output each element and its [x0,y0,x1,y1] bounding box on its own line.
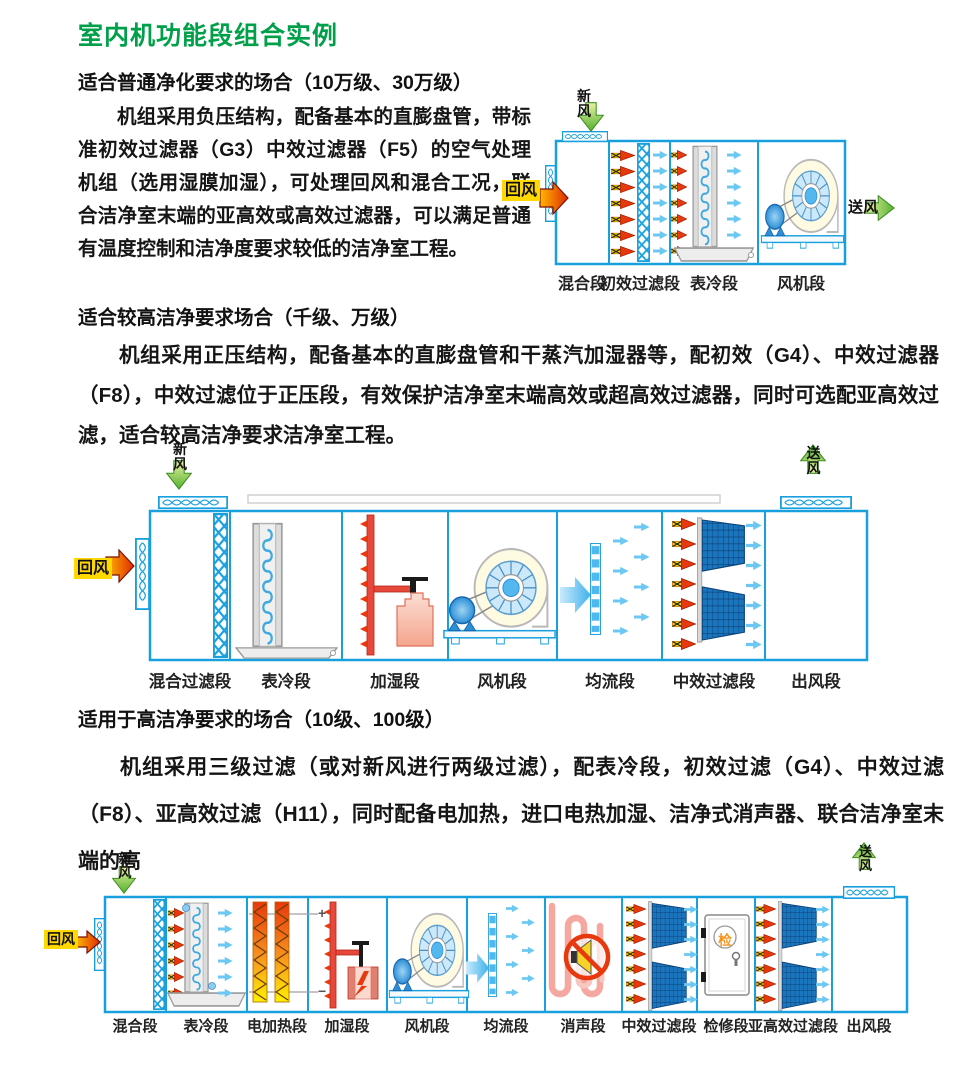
segment-label: 风机段 [404,1018,450,1035]
return-air-label: 回风 [44,930,78,949]
supply-air-label: 送风 [806,445,821,476]
cooling-coil-icon [674,145,754,262]
ahu-diagram-medium-graphic [105,444,869,662]
fresh-air-grille [562,131,608,142]
door-inspection-label: 检 [718,933,732,948]
ahu-diagram-basic: 新风 回风 送风 混合段 初效过滤段 表冷段 风机段 [490,88,960,293]
supply-air-label: 送风 [858,844,872,873]
return-air-arrow-icon [539,180,569,216]
segment-label: 中效过滤段 [672,673,756,691]
segment-label: 亚高效过滤段 [747,1018,839,1035]
segment-label: 风机段 [477,673,527,691]
ahu-diagram-high-graphic [75,842,909,1014]
ahu-diagram-basic-graphic [539,102,895,266]
segment-label: 消声段 [560,1018,606,1035]
ahu-diagram-high: 新风 回风 送风 + − 检 混合段 表冷段 电加热段 加湿段 风机段 均流段 … [30,840,930,1040]
section2-paragraph: 机组采用正压结构，配备基本的直膨盘管和干蒸汽加湿器等，配初效（G4）、中效过滤器… [78,344,939,447]
segment-label: 风机段 [776,276,826,293]
segment-label: 表冷段 [183,1018,229,1035]
heater-minus-terminal: − [318,983,327,999]
section2-heading: 适合较高洁净要求场合（千级、万级） [78,307,410,329]
primary-filter-mesh-icon [153,899,165,1010]
segment-label: 检修段 [703,1018,749,1035]
segment-label: 出风段 [846,1018,892,1035]
supply-air-label: 送风 [848,199,879,216]
return-air-label: 回风 [74,558,113,580]
section1-heading: 适合普通净化要求的场合（10万级、30万级） [78,72,473,94]
electric-heater-icon [249,901,318,1003]
return-air-label: 回风 [502,180,541,202]
page-title: 室内机功能段组合实例 [78,22,339,50]
cooling-coil-icon [167,902,246,1007]
segment-label: 出风段 [791,673,841,691]
section3-paragraph: 机组采用三级过滤（或对新风进行两级过滤），配表冷段，初效过滤（G4）、中效过滤（… [78,756,944,873]
fresh-air-label: 新风 [118,851,132,880]
electric-humidifier-icon [324,901,379,1009]
segment-label: 表冷段 [689,276,739,293]
fresh-air-label: 新风 [577,88,591,119]
segment-label: 电加热段 [246,1018,308,1035]
segment-label: 表冷段 [261,673,311,691]
segment-label: 均流段 [585,673,635,691]
primary-filter-mesh-icon [637,143,650,262]
ahu-diagram-medium: 新风 回风 送风 混合过滤段 表冷段 加湿段 风机段 均流段 中效过滤段 出风段 [30,440,930,695]
segment-label: 加湿段 [324,1018,370,1035]
access-door-icon [701,914,750,996]
steam-humidifier-icon [360,514,434,656]
cooling-coil-icon [235,522,338,659]
supply-air-grille [843,886,895,899]
fresh-air-grille [158,496,228,509]
segment-label: 混合过滤段 [148,673,232,691]
segment-label: 加湿段 [370,673,420,691]
segment-label: 中效过滤段 [621,1018,697,1035]
top-rail [247,494,721,504]
section3-heading: 适用于高洁净要求的场合（10级、100级） [78,709,445,731]
supply-air-grille [780,496,852,509]
fresh-air-label: 新风 [173,441,187,472]
segment-label: 混合段 [112,1018,158,1035]
segment-label: 初效过滤段 [599,276,681,293]
heater-plus-terminal: + [318,905,327,921]
return-air-grille [135,538,150,610]
primary-filter-mesh-icon [213,513,228,658]
segment-label: 混合段 [557,276,607,293]
section1-paragraph: 机组采用负压结构，配备基本的直膨盘管，带标准初效过滤器（G3）中效过滤器（F5）… [78,106,531,260]
segment-label: 均流段 [483,1018,529,1035]
silencer-icon [548,902,611,998]
